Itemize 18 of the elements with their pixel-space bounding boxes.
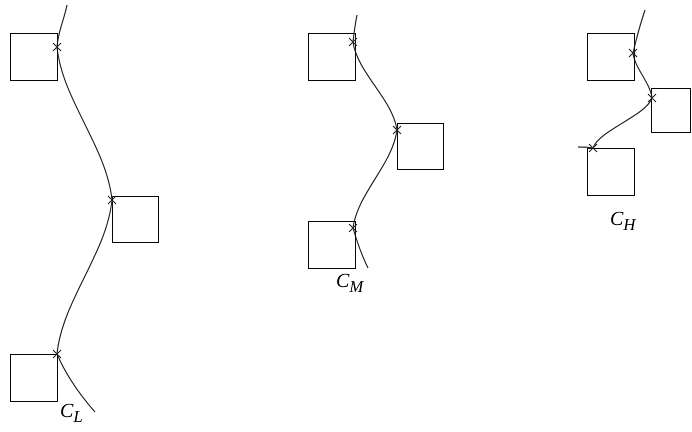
square-box [587, 33, 635, 81]
square-box [10, 33, 58, 81]
square-box [651, 88, 691, 133]
curve-label: C$_{H}$ [610, 208, 636, 236]
square-box [112, 196, 159, 243]
curve-line [632, 52, 653, 98]
curve-line [352, 42, 398, 130]
curve-label: C$_{L}$ [60, 400, 83, 428]
square-box [587, 148, 635, 196]
curve-line [56, 46, 113, 200]
square-box [397, 123, 444, 170]
curve-line [56, 200, 113, 354]
square-box [308, 33, 356, 81]
square-box [308, 221, 356, 269]
curve-label: C$_{M}$ [336, 270, 364, 298]
curve-line [592, 98, 653, 148]
curve-line [352, 130, 398, 228]
square-box [10, 354, 58, 402]
